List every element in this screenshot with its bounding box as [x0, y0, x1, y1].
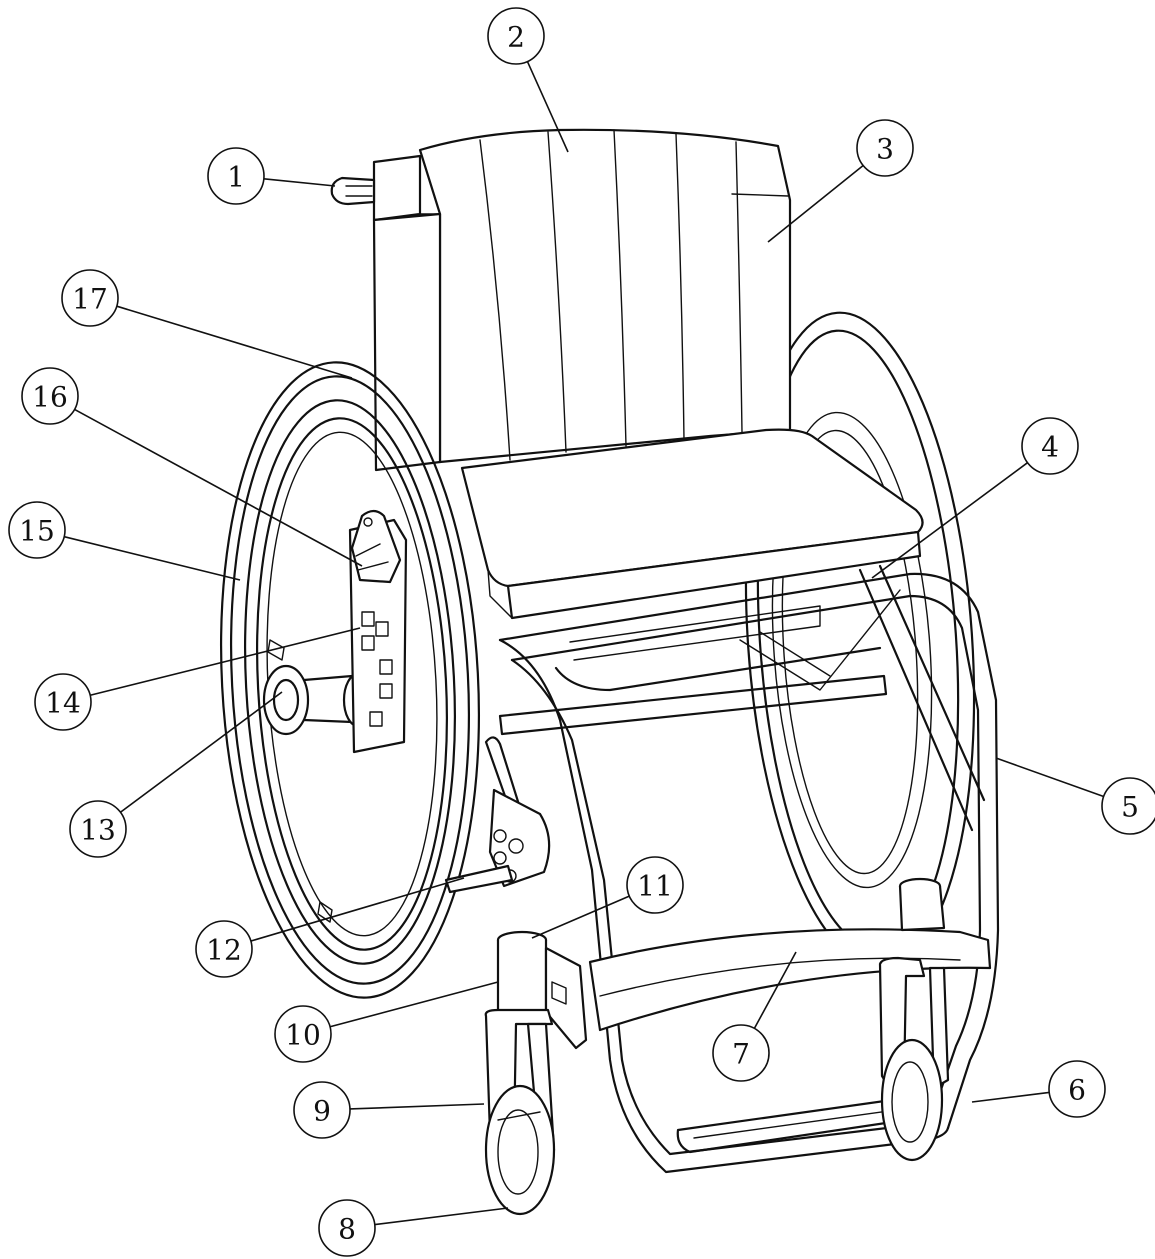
callout-leader-line	[995, 757, 1104, 798]
brake-assembly	[444, 736, 551, 894]
callout-6: 6	[971, 1060, 1106, 1118]
callout-leader-line	[74, 408, 363, 567]
callout-circle	[1048, 1060, 1106, 1118]
callout-number: 4	[1041, 431, 1059, 464]
callout-number: 12	[206, 934, 242, 967]
callout-number: 14	[45, 687, 81, 720]
callout-number: 10	[285, 1019, 321, 1052]
callout-leader-line	[526, 61, 569, 153]
callout-2: 2	[487, 7, 569, 153]
callout-number: 2	[507, 21, 525, 54]
callout-circle	[207, 147, 265, 205]
left-caster	[484, 930, 588, 1216]
callout-16: 16	[21, 367, 363, 567]
callout-leader-line	[971, 1091, 1050, 1103]
callout-circle	[1021, 417, 1079, 475]
callout-leader-line	[250, 877, 465, 942]
callout-leader-line	[116, 305, 353, 379]
callout-leader-line	[63, 535, 241, 581]
callout-number: 5	[1121, 791, 1139, 824]
callout-circle	[1101, 777, 1155, 835]
callout-4: 4	[871, 417, 1079, 579]
callout-number: 16	[32, 381, 68, 414]
callout-number: 15	[19, 515, 55, 548]
callout-circle	[61, 269, 119, 327]
callout-1: 1	[207, 147, 336, 205]
callout-leader-line	[871, 462, 1028, 579]
backrest	[330, 128, 792, 472]
callout-circle	[487, 7, 545, 65]
callout-number: 9	[313, 1095, 331, 1128]
callout-number: 17	[72, 283, 108, 316]
callout-leader-line	[374, 1207, 509, 1226]
callout-5: 5	[995, 757, 1155, 835]
seat-cushion	[460, 428, 924, 620]
axle-plate	[348, 509, 408, 754]
callout-circle	[856, 119, 914, 177]
callout-circle	[34, 673, 92, 731]
callout-leader-line	[349, 1103, 485, 1110]
callout-leader-line	[119, 691, 283, 813]
callout-12: 12	[195, 877, 465, 978]
callout-circle	[21, 367, 79, 425]
callout-15: 15	[8, 501, 241, 581]
callout-8: 8	[318, 1199, 509, 1257]
callout-17: 17	[61, 269, 353, 379]
callout-circle	[712, 1024, 770, 1082]
callout-number: 3	[876, 133, 894, 166]
callout-3: 3	[767, 119, 914, 243]
callout-circle	[626, 856, 684, 914]
callout-leader-line	[753, 951, 797, 1029]
callout-circle	[318, 1199, 376, 1257]
callout-leader-line	[263, 178, 336, 187]
callout-number: 13	[80, 814, 116, 847]
callout-leader-line	[767, 164, 864, 243]
callout-leader-line	[329, 981, 499, 1028]
callout-circle	[274, 1005, 332, 1063]
callout-number: 7	[732, 1038, 750, 1071]
callout-10: 10	[274, 981, 499, 1063]
right-caster	[878, 877, 950, 1162]
callout-circle	[69, 800, 127, 858]
callout-7: 7	[712, 951, 797, 1082]
callout-13: 13	[69, 691, 283, 858]
callout-circle	[293, 1081, 351, 1139]
callout-circle	[8, 501, 66, 559]
callout-circle	[195, 920, 253, 978]
callout-number: 6	[1068, 1074, 1086, 1107]
callout-leader-line	[531, 895, 630, 939]
callout-11: 11	[531, 856, 684, 939]
callout-number: 11	[637, 870, 673, 903]
callout-9: 9	[293, 1081, 485, 1139]
callout-number: 8	[338, 1213, 356, 1246]
frame	[498, 564, 1000, 1174]
callout-14: 14	[34, 627, 361, 731]
callout-leader-line	[89, 627, 361, 697]
callout-number: 1	[227, 161, 245, 194]
